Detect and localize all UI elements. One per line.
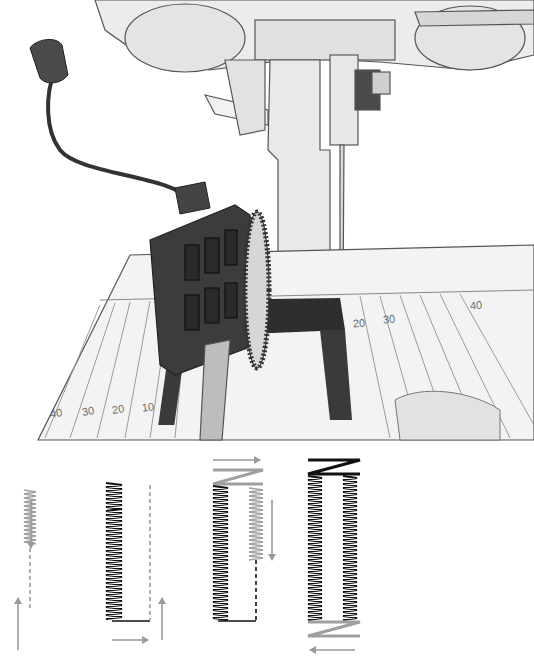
bartack: [213, 470, 263, 484]
straight-stitch: [255, 560, 257, 620]
straight-stitch: [112, 620, 150, 622]
straight-stitch: [149, 485, 151, 620]
needle-plate: [38, 245, 534, 440]
buttonhole-sensor-foot: [150, 205, 269, 440]
buttonhole-steps: [18, 460, 360, 650]
ruler-number: 20: [111, 403, 125, 416]
ruler-number: 30: [81, 405, 95, 418]
direction-arrow: [161, 598, 163, 640]
sensor-cable: [30, 39, 210, 214]
ruler-number: 20: [353, 318, 366, 330]
ruler-number: 30: [383, 314, 396, 326]
direction-arrow: [112, 639, 148, 641]
direction-arrow: [310, 649, 355, 651]
direction-arrow: [271, 500, 273, 560]
bartack: [308, 460, 360, 474]
zigzag-stitch: [106, 483, 122, 619]
zigzag-stitch: [249, 488, 263, 560]
zigzag-stitch: [24, 490, 36, 544]
zigzag-stitch: [308, 476, 322, 620]
direction-arrow: [30, 500, 32, 548]
ruler-number: 40: [470, 300, 483, 312]
bartack: [308, 622, 360, 636]
direction-arrow: [213, 459, 260, 461]
ruler-number: 10: [141, 401, 155, 414]
straight-stitch: [29, 548, 31, 608]
zigzag-stitch: [213, 486, 228, 620]
straight-stitch: [218, 620, 256, 622]
zigzag-stitch: [343, 476, 357, 620]
ruler-number: 40: [49, 407, 63, 420]
direction-arrow: [17, 598, 19, 650]
